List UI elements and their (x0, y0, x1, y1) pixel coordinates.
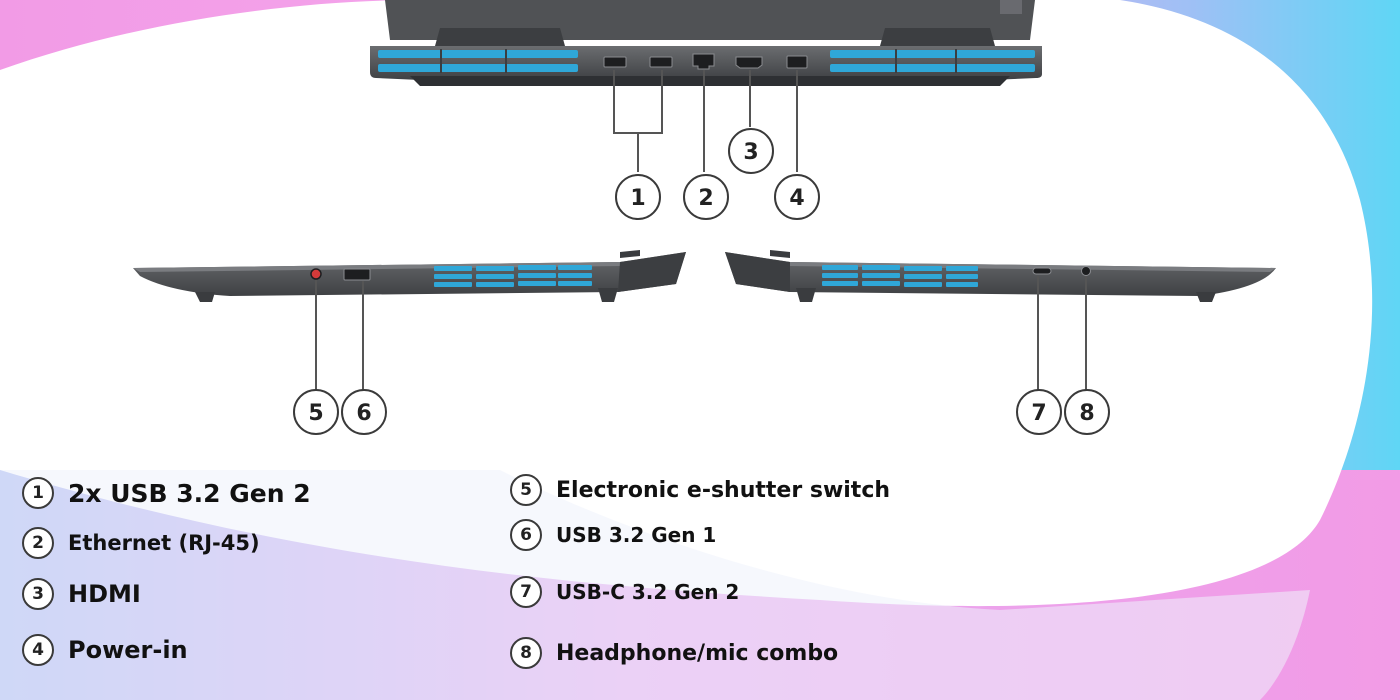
legend-number-badge: 1 (22, 477, 54, 509)
legend-label: Electronic e-shutter switch (556, 477, 891, 503)
legend-label: 2x USB 3.2 Gen 2 (68, 478, 311, 508)
left-side-vents (434, 265, 592, 287)
port-power (786, 55, 808, 69)
callout-1-number: 1 (630, 186, 645, 211)
left-foot-rear (598, 288, 618, 302)
callout-7: 7 (1016, 389, 1062, 435)
legend-number-badge: 6 (510, 519, 542, 551)
legend-item-3: 3 HDMI (22, 578, 141, 610)
left-foot-front (195, 292, 215, 302)
legend-label: USB 3.2 Gen 1 (556, 523, 717, 547)
port-ethernet (692, 53, 715, 70)
rear-hinge-left (435, 28, 565, 46)
laptop-rear-view (370, 0, 1042, 86)
e-shutter-switch (310, 268, 322, 280)
background-white-blob (0, 0, 1372, 606)
right-side-vents (822, 265, 978, 287)
legend-item-8: 8 Headphone/mic combo (510, 637, 838, 669)
legend-item-6: 6 USB 3.2 Gen 1 (510, 519, 716, 551)
callout-4: 4 (774, 174, 820, 220)
port-headphone-jack (1081, 266, 1091, 276)
legend-item-4: 4 Power-in (22, 634, 188, 666)
right-foot-rear (796, 288, 816, 302)
lid-logo (1000, 0, 1022, 14)
laptop-left-side-view (133, 250, 686, 302)
legend-number-badge: 8 (510, 637, 542, 669)
rear-vent-right (830, 49, 1035, 73)
right-hinge (770, 250, 790, 258)
rear-hinge-right (880, 28, 995, 46)
callout-6-number: 6 (356, 401, 371, 426)
legend-label: HDMI (68, 580, 141, 608)
callout-2: 2 (683, 174, 729, 220)
legend-item-5: 5 Electronic e-shutter switch (510, 474, 890, 506)
port-usb-a-left (343, 268, 371, 281)
left-side-top-edge (133, 262, 620, 272)
legend-number-badge: 2 (22, 527, 54, 559)
legend-number-badge: 4 (22, 634, 54, 666)
callout-2-number: 2 (698, 186, 713, 211)
rear-vent-left (378, 49, 578, 73)
callout-7-number: 7 (1031, 401, 1046, 426)
legend-number-badge: 7 (510, 576, 542, 608)
right-foot-front (1196, 292, 1216, 302)
laptop-right-side-view (725, 250, 1276, 302)
legend-number-badge: 3 (22, 578, 54, 610)
leader-1 (613, 70, 663, 172)
port-hdmi (735, 56, 763, 69)
legend-number-badge: 5 (510, 474, 542, 506)
right-rear-block (725, 252, 790, 292)
legend-label: Power-in (68, 636, 188, 664)
rear-base-shadow (410, 76, 1010, 86)
callout-5: 5 (293, 389, 339, 435)
legend-item-2: 2 Ethernet (RJ-45) (22, 527, 260, 559)
legend-item-1: 1 2x USB 3.2 Gen 2 (22, 477, 311, 509)
legend-label: Headphone/mic combo (556, 640, 839, 666)
callout-3: 3 (728, 128, 774, 174)
callout-3-number: 3 (743, 140, 758, 165)
callout-5-number: 5 (308, 401, 323, 426)
background-light-band (0, 470, 1310, 700)
right-side-top-edge (790, 262, 1276, 272)
port-usb-a-2 (649, 56, 673, 68)
legend-label: USB-C 3.2 Gen 2 (556, 580, 740, 604)
legend-label: Ethernet (RJ-45) (68, 531, 260, 555)
legend-item-7: 7 USB-C 3.2 Gen 2 (510, 576, 739, 608)
callout-4-number: 4 (789, 186, 804, 211)
port-usb-c-right (1032, 267, 1052, 275)
left-hinge (620, 250, 640, 258)
callout-8: 8 (1064, 389, 1110, 435)
left-rear-block (618, 252, 686, 292)
callout-1: 1 (615, 174, 661, 220)
callout-6: 6 (341, 389, 387, 435)
callout-8-number: 8 (1079, 401, 1094, 426)
port-usb-a-1 (603, 56, 627, 68)
